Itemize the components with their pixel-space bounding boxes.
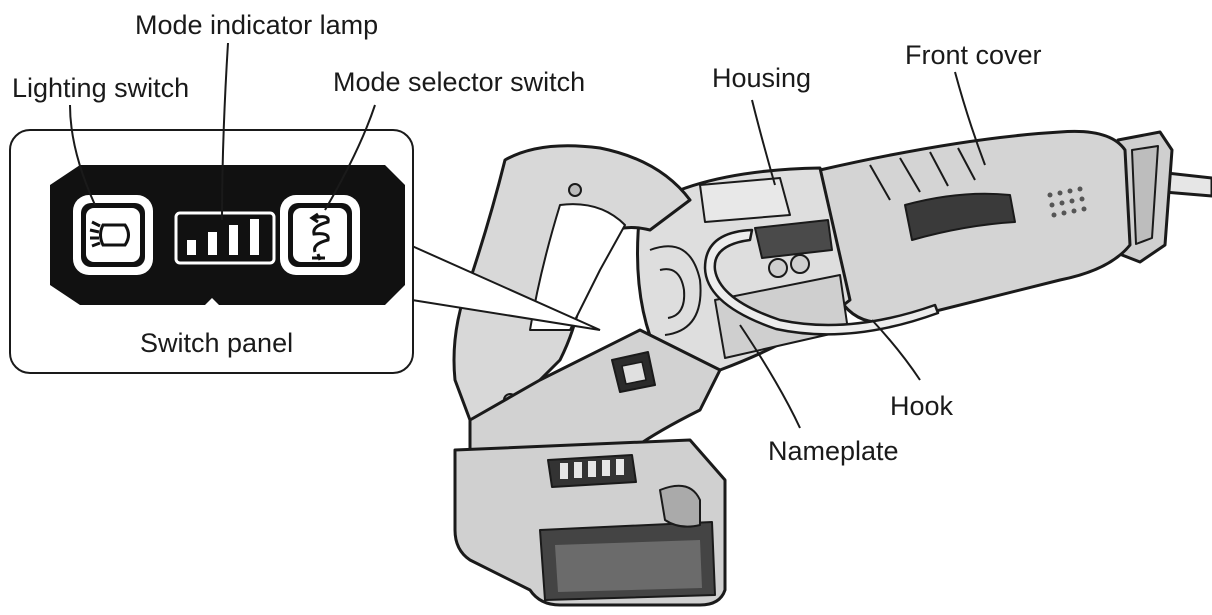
leader-lighting-switch: [69, 104, 96, 206]
switch-panel-callout: Switch panel: [9, 129, 601, 374]
indicator-segment-4: [250, 219, 259, 255]
indicator-segment-2: [208, 232, 217, 255]
mode-selector-switch-button: [280, 195, 360, 275]
lighting-switch-button: [73, 195, 153, 275]
leader-mode-indicator: [221, 42, 229, 221]
leader-front-cover: [954, 71, 986, 166]
mode-indicator-lamp: [174, 211, 276, 265]
mode-selector-icon: [309, 212, 330, 261]
label-nameplate: Nameplate: [768, 436, 899, 466]
light-icon: [89, 220, 130, 248]
label-mode-indicator-lamp: Mode indicator lamp: [135, 10, 378, 40]
leader-nameplate: [739, 324, 801, 429]
saw-body: [452, 129, 1212, 607]
label-mode-selector-switch: Mode selector switch: [333, 67, 585, 97]
hook-shape: [703, 228, 940, 336]
label-housing: Housing: [712, 63, 811, 93]
indicator-segment-1: [187, 240, 196, 255]
label-hook: Hook: [890, 391, 954, 421]
switch-panel-label: Switch panel: [140, 328, 293, 358]
leader-mode-selector: [324, 104, 376, 211]
label-front-cover: Front cover: [905, 40, 1042, 70]
vent-holes: [1047, 186, 1087, 218]
label-lighting-switch: Lighting switch: [12, 73, 189, 103]
indicator-segment-3: [229, 225, 238, 255]
leader-housing: [751, 99, 776, 186]
leader-hook: [871, 319, 921, 381]
leader-lines: [69, 42, 986, 429]
